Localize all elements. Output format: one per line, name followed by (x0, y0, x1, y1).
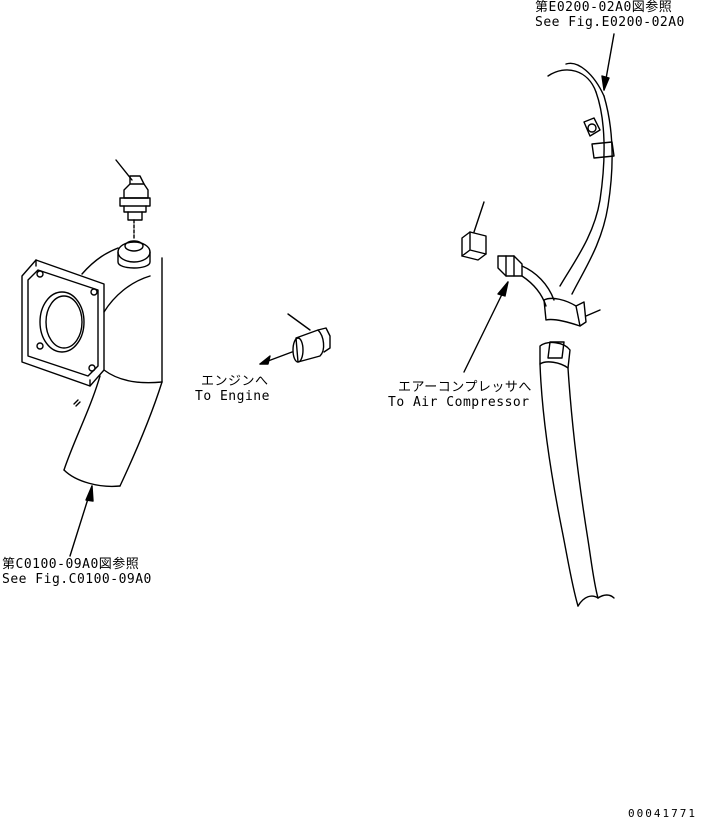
reference-c0100-jp: 第C0100-09A0図参照 (2, 557, 140, 572)
leader-c0100 (69, 485, 94, 557)
plug-upper (115, 159, 151, 239)
to-compressor-en: To Air Compressor (388, 395, 530, 410)
document-number: 00041771 (628, 807, 697, 820)
reference-e0200-label: 第E0200-02A0図参照 See Fig.E0200-02A0 (535, 0, 685, 30)
reference-c0100-label: 第C0100-09A0図参照 See Fig.C0100-09A0 (2, 557, 152, 587)
leader-e0200 (601, 33, 615, 91)
reference-e0200-en: See Fig.E0200-02A0 (535, 15, 685, 30)
to-engine-label: エンジンへ To Engine (195, 374, 270, 404)
elbow-outlet (21, 240, 163, 488)
to-compressor-label: エアーコンプレッサへ To Air Compressor (388, 380, 532, 410)
fitting-engine (259, 313, 331, 365)
reference-c0100-en: See Fig.C0100-09A0 (2, 572, 152, 587)
to-compressor-jp: エアーコンプレッサへ (398, 380, 532, 395)
reference-e0200-jp: 第E0200-02A0図参照 (535, 0, 673, 15)
hose-assembly (461, 62, 615, 607)
to-engine-en: To Engine (195, 389, 270, 404)
to-engine-jp: エンジンへ (201, 374, 269, 389)
